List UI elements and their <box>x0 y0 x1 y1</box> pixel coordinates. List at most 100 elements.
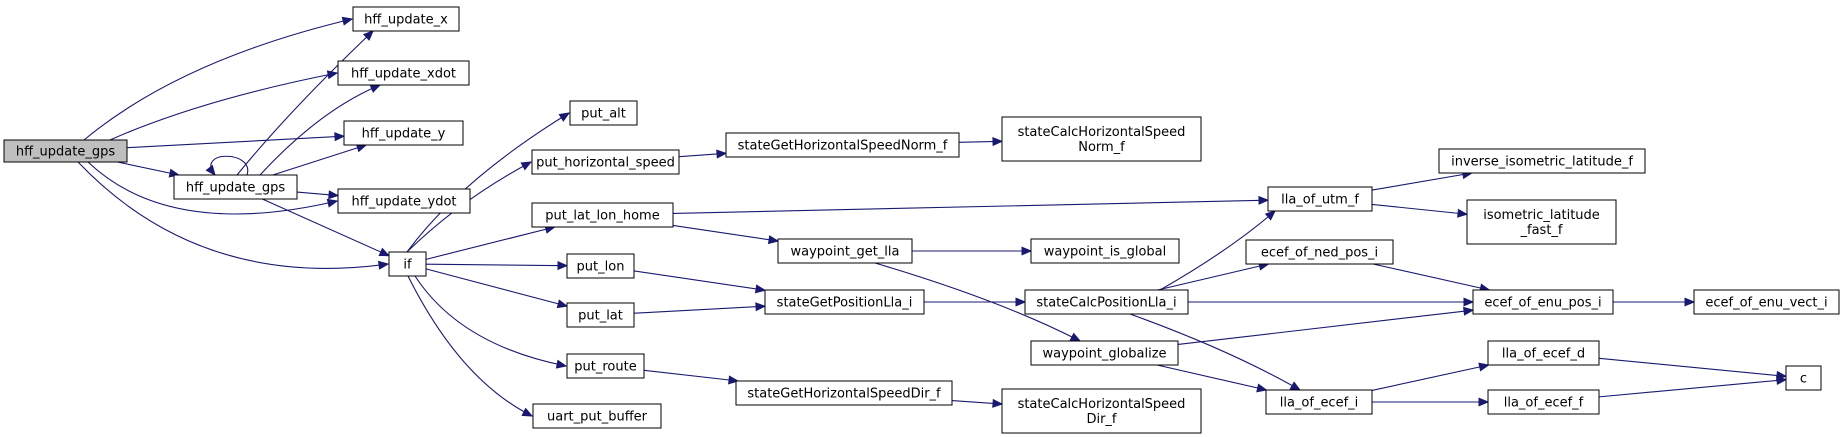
node-box <box>1466 199 1617 245</box>
node-hff-update-gps-root[interactable]: hff_update_gps <box>3 139 128 163</box>
node-hff-update-gps[interactable]: hff_update_gps <box>173 174 298 200</box>
node-label: lla_of_ecef_d <box>1502 347 1585 362</box>
node-box <box>1693 289 1840 315</box>
node-box <box>566 253 635 279</box>
arrowhead-icon <box>1021 246 1033 256</box>
edge-stateCalcPositionLla_i-to-ecef_of_ned_pos_i <box>1157 261 1270 291</box>
node-box <box>1245 239 1394 265</box>
node-lla-of-ecef-d[interactable]: lla_of_ecef_d <box>1487 340 1600 366</box>
node-box <box>1030 238 1180 264</box>
arrowhead-icon <box>1457 208 1469 218</box>
edge-if-to-put_alt <box>406 112 571 253</box>
arrowhead-icon <box>377 260 390 270</box>
node-ecef-of-enu-pos-i[interactable]: ecef_of_enu_pos_i <box>1472 289 1614 315</box>
edge-if-to-put_lat <box>425 268 569 309</box>
node-hff-update-x[interactable]: hff_update_x <box>352 6 460 32</box>
node-label: Norm_f <box>1078 140 1125 155</box>
node-if[interactable]: if <box>388 251 427 277</box>
arrowhead-icon <box>1478 362 1490 372</box>
node-label: put_lat_lon_home <box>545 209 659 224</box>
node-waypoint-is-global[interactable]: waypoint_is_global <box>1030 238 1180 264</box>
arrowhead-icon <box>1776 375 1788 386</box>
node-lla-of-ecef-i[interactable]: lla_of_ecef_i <box>1265 389 1373 415</box>
edge-put_lat-to-stateGetPositionLla_i <box>633 302 767 314</box>
edge-stateCalcPositionLla_i-to-lla_of_utm_f <box>1159 210 1276 291</box>
arrowhead-icon <box>520 161 533 171</box>
arrowhead-icon <box>1463 306 1475 316</box>
node-hff-update-ydot[interactable]: hff_update_ydot <box>337 188 471 214</box>
node-label: hff_update_gps <box>16 145 116 160</box>
node-label: if <box>403 258 412 273</box>
edge-stateCalcPositionLla_i-to-lla_of_ecef_i <box>1129 313 1302 391</box>
arrowhead-icon <box>205 164 216 177</box>
arrowhead-icon <box>728 375 740 385</box>
node-label: hff_update_ydot <box>352 195 457 210</box>
arrowhead-icon <box>378 247 391 257</box>
edge-waypoint_get_lla-to-waypoint_is_global <box>912 246 1033 256</box>
node-hff-update-y[interactable]: hff_update_y <box>343 120 464 146</box>
edge-stateGetHorizontalSpeedNorm_f-to-stateCalcHorizontalSpeedNorm_f <box>958 136 1004 147</box>
node-label: lla_of_ecef_i <box>1280 396 1359 411</box>
node-stateGetHorizontalSpeedDir-f[interactable]: stateGetHorizontalSpeedDir_f <box>735 380 953 406</box>
node-label: waypoint_is_global <box>1044 245 1166 260</box>
node-box <box>173 174 298 200</box>
node-box <box>1472 289 1614 315</box>
node-label: hff_update_y <box>362 127 446 142</box>
arrowhead-icon <box>754 284 767 294</box>
node-waypoint-get-lla[interactable]: waypoint_get_lla <box>777 238 913 264</box>
edges-layer <box>77 16 1788 417</box>
node-box <box>725 132 960 158</box>
node-label: ecef_of_enu_vect_i <box>1705 296 1827 311</box>
node-box <box>1001 116 1202 162</box>
arrowhead-icon <box>992 398 1004 408</box>
edge-ecef_of_enu_pos_i-to-ecef_of_enu_vect_i <box>1613 297 1696 307</box>
node-stateGetHorizontalSpeedNorm-f[interactable]: stateGetHorizontalSpeedNorm_f <box>725 132 960 158</box>
edge-if-to-uart_put_buffer <box>407 275 534 417</box>
node-hff-update-xdot[interactable]: hff_update_xdot <box>337 60 470 86</box>
edge-lla_of_ecef_f-to-c <box>1598 375 1788 398</box>
node-ecef-of-ned-pos-i[interactable]: ecef_of_ned_pos_i <box>1245 239 1394 265</box>
node-uart-put-buffer[interactable]: uart_put_buffer <box>532 403 662 429</box>
arrowhead-icon <box>1264 210 1276 221</box>
arrowhead-icon <box>1258 195 1270 205</box>
arrowhead-icon <box>755 302 767 312</box>
edge-hff_update_gps_root-to-hff_update_ydot <box>87 161 339 215</box>
node-label: isometric_latitude <box>1483 208 1600 223</box>
node-put-lat-lon-home[interactable]: put_lat_lon_home <box>531 202 674 228</box>
node-label: hff_update_xdot <box>351 67 456 82</box>
node-label: Dir_f <box>1086 412 1116 427</box>
node-put-route[interactable]: put_route <box>566 353 645 379</box>
node-label: stateGetHorizontalSpeedNorm_f <box>738 139 948 154</box>
node-inverse-isometric-latitude-f[interactable]: inverse_isometric_latitude_f <box>1438 148 1646 174</box>
edge-hff_update_gps-to-if <box>262 198 391 257</box>
node-stateCalcPositionLla-i[interactable]: stateCalcPositionLla_i <box>1024 289 1189 315</box>
node-box <box>352 6 460 32</box>
arrowhead-icon <box>1069 332 1082 342</box>
node-label: ecef_of_ned_pos_i <box>1261 246 1378 261</box>
edge-ecef_of_ned_pos_i-to-ecef_of_enu_pos_i <box>1373 263 1491 293</box>
arrowhead-icon <box>992 136 1004 147</box>
node-box <box>777 238 913 264</box>
node-lla-of-ecef-f[interactable]: lla_of_ecef_f <box>1487 389 1600 415</box>
node-c[interactable]: c <box>1785 365 1822 391</box>
node-stateGetPositionLla-i[interactable]: stateGetPositionLla_i <box>764 289 925 315</box>
node-put-lat[interactable]: put_lat <box>566 302 635 328</box>
node-put-lon[interactable]: put_lon <box>566 253 635 279</box>
edge-hff_update_gps-to-hff_update_x <box>236 30 374 176</box>
node-put-horizontal-speed[interactable]: put_horizontal_speed <box>531 149 680 175</box>
node-waypoint-globalize[interactable]: waypoint_globalize <box>1030 340 1179 366</box>
node-isometric-latitude-fast-f[interactable]: isometric_latitude_fast_f <box>1466 199 1617 245</box>
edge-if-to-put_lon <box>425 261 569 271</box>
node-lla-of-utm-f[interactable]: lla_of_utm_f <box>1267 186 1373 212</box>
arrowhead-icon <box>1684 297 1696 307</box>
node-label: stateCalcPositionLla_i <box>1036 296 1176 311</box>
arrowhead-icon <box>1463 297 1475 307</box>
node-box <box>1487 389 1600 415</box>
edge-put_horizontal_speed-to-stateGetHorizontalSpeedNorm_f <box>678 149 728 159</box>
node-put-alt[interactable]: put_alt <box>569 100 638 126</box>
arrowhead-icon <box>1478 397 1490 407</box>
edge-hff_update_gps-to-hff_update_ydot <box>296 190 340 200</box>
node-ecef-of-enu-vect-i[interactable]: ecef_of_enu_vect_i <box>1693 289 1840 315</box>
